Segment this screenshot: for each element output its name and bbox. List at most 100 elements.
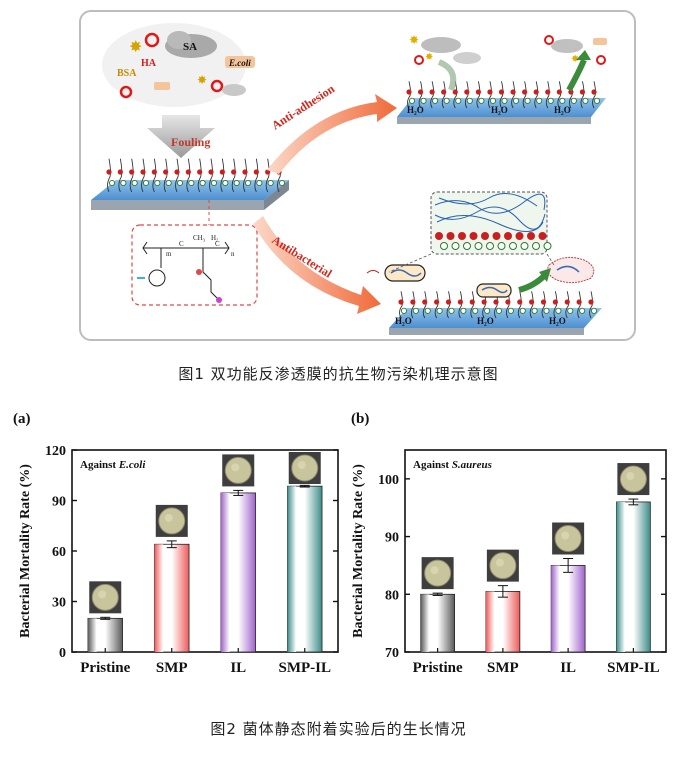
petri-dish-icon xyxy=(91,583,119,611)
bar-shade xyxy=(420,594,430,652)
chart-annotation: Against E.coli xyxy=(80,459,146,471)
label-fouling: Fouling xyxy=(171,135,210,149)
label-ha: HA xyxy=(141,58,157,69)
petri-dish-highlight xyxy=(561,531,570,540)
bsa-star-icon: ✸ xyxy=(129,39,142,56)
panel-label-a: (a) xyxy=(13,411,31,427)
membrane-edge xyxy=(91,200,264,210)
water-label: H₂O xyxy=(554,105,571,115)
x-tick-label: IL xyxy=(230,660,246,676)
svg-text:n: n xyxy=(231,250,235,258)
petri-dish-icon xyxy=(158,507,186,535)
label-bsa: BSA xyxy=(117,68,137,79)
chart-s-aureus: Bacterial Mortality Rate (%) 70 80 90 100 Aga… xyxy=(351,449,667,676)
polymer-network xyxy=(434,193,546,232)
y-axis-label: Bacterial Mortality Rate (%) xyxy=(18,464,33,638)
antibacterial-arrow xyxy=(253,216,381,314)
fouling-arrow xyxy=(147,115,215,158)
water-label: H₂O xyxy=(407,105,424,115)
panel-label-b: (b) xyxy=(351,411,370,427)
y-tick-label: 80 xyxy=(385,588,399,603)
svg-text:H₂: H₂ xyxy=(211,234,219,242)
figure2-caption: 图2 菌体静态附着实验后的生长情况 xyxy=(210,720,467,738)
y-tick-label: 90 xyxy=(385,531,399,546)
svg-text:✸: ✸ xyxy=(425,52,433,63)
ruptured-bacterium-icon xyxy=(547,256,595,284)
sa-cloud-icon xyxy=(165,31,217,58)
y-tick-label: 0 xyxy=(59,646,66,661)
bacterium-icon xyxy=(476,283,512,298)
y-axis-label: Bacterial Mortality Rate (%) xyxy=(351,464,366,638)
bar-shade xyxy=(616,501,625,652)
petri-dish-icon xyxy=(619,465,647,493)
ecoli-rod-icon xyxy=(225,56,255,68)
bacteria-ring-icon xyxy=(144,32,160,48)
petri-dish-icon xyxy=(489,552,517,580)
petri-dish-highlight xyxy=(495,558,504,567)
ecoli-rod-icon xyxy=(154,82,170,90)
petri-dish-highlight xyxy=(430,566,439,575)
water-label: H₂O xyxy=(491,105,508,115)
x-tick-label: SMP-IL xyxy=(607,660,660,676)
surface-charges xyxy=(435,232,552,250)
svg-text:✸: ✸ xyxy=(409,33,419,47)
membrane-surface xyxy=(91,180,289,200)
x-tick-label: SMP-IL xyxy=(279,660,332,676)
bar-shade xyxy=(87,618,97,652)
figure1-schematic: SA HA BSA ✸ E.coli ✸ Fouling m n CH₃ H₂ … xyxy=(91,23,607,335)
sa-cloud-icon xyxy=(222,84,246,96)
petri-dish-icon xyxy=(224,456,252,484)
repel-arrow xyxy=(566,58,587,92)
polymer-brushes xyxy=(106,158,286,193)
y-tick-label: 120 xyxy=(45,444,66,459)
petri-dish-icon xyxy=(291,454,319,482)
polymer-brushes xyxy=(406,81,601,109)
y-tick-label: 60 xyxy=(52,545,66,560)
bar-shade xyxy=(287,486,297,652)
chart-e-coli: Bacterial Mortality Rate (%) 0 30 60 90 120Ag… xyxy=(18,444,339,676)
polymer-brushes xyxy=(398,291,598,319)
bacterium-icon xyxy=(366,264,426,282)
petri-dish-highlight xyxy=(297,461,306,469)
bar-shade xyxy=(551,565,560,652)
svg-text:C: C xyxy=(215,240,220,248)
y-tick-label: 100 xyxy=(378,473,399,488)
water-label: H₂O xyxy=(395,316,412,326)
bar-shade xyxy=(154,544,164,652)
svg-text:✸: ✸ xyxy=(571,54,579,65)
petri-dish-highlight xyxy=(231,463,240,472)
water-label: H₂O xyxy=(549,316,566,326)
svg-text:C: C xyxy=(179,240,184,248)
bacteria-ring-icon xyxy=(210,79,224,93)
y-tick-label: 70 xyxy=(385,646,399,661)
y-tick-label: 90 xyxy=(52,495,66,510)
x-tick-label: Pristine xyxy=(80,660,130,676)
label-sa: SA xyxy=(183,41,197,53)
petri-dish-highlight xyxy=(98,590,107,599)
plot-frame xyxy=(404,449,667,653)
chemical-structure xyxy=(142,241,230,301)
label-ecoli: E.coli xyxy=(228,58,251,68)
chart-annotation: Against S.aureus xyxy=(413,459,492,471)
bar-shade xyxy=(220,492,230,652)
petri-dish-icon xyxy=(424,559,452,587)
petri-dish-highlight xyxy=(164,513,173,522)
y-tick-label: 30 xyxy=(52,596,66,611)
bsa-star-icon: ✸ xyxy=(197,73,207,87)
repelled-foulants: ✸ ✸ ✸ xyxy=(409,33,607,65)
repel-arrow xyxy=(437,59,457,92)
figure1-caption: 图1 双功能反渗透膜的抗生物污染机理示意图 xyxy=(178,365,499,383)
bar-shade xyxy=(485,591,495,652)
x-tick-label: IL xyxy=(560,660,576,676)
water-label: H₂O xyxy=(477,316,494,326)
bacteria-ring-icon xyxy=(119,85,133,99)
x-tick-label: SMP xyxy=(156,660,188,676)
anti-adhesion-arrow xyxy=(267,94,397,174)
petri-dish-icon xyxy=(554,525,582,553)
x-tick-label: SMP xyxy=(487,660,519,676)
kill-arrow xyxy=(518,273,547,293)
structure-inset xyxy=(131,224,258,306)
svg-text:CH₃: CH₃ xyxy=(193,234,206,242)
petri-dish-highlight xyxy=(626,472,635,481)
x-tick-label: Pristine xyxy=(413,660,463,676)
